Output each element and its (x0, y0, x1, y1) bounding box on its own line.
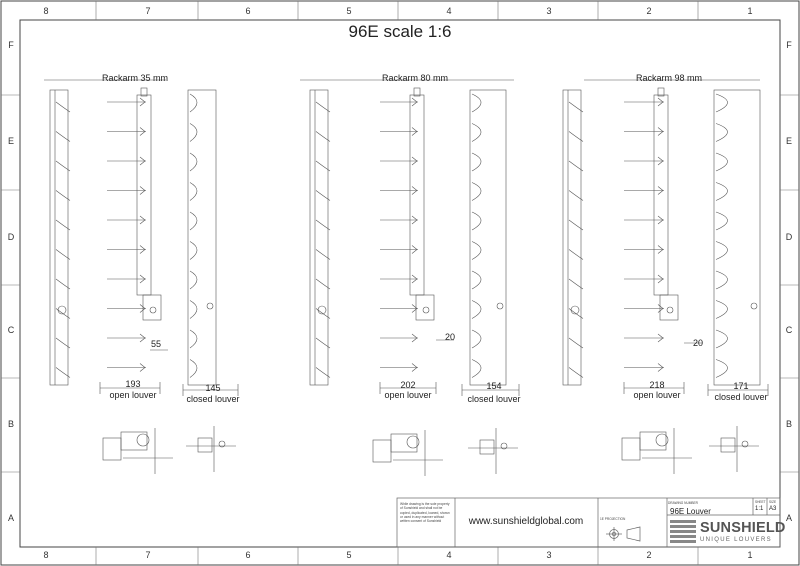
zone-row-C-left: C (7, 325, 15, 335)
zone-column-2-top: 2 (646, 6, 652, 16)
zone-column-4-bottom: 4 (446, 550, 452, 560)
rackarm-label-3: Rackarm 98 mm (635, 73, 702, 83)
zone-row-D-left: D (7, 232, 15, 242)
closed-louver-label-3: closed louver (714, 392, 768, 402)
zone-row-A-right: A (785, 513, 792, 523)
zone-row-B-right: B (785, 419, 792, 429)
zone-column-8-top: 8 (43, 6, 49, 16)
drawing-number: 96E Louver (670, 507, 711, 516)
projection-symbol-icon (606, 526, 641, 542)
zone-row-A-left: A (7, 513, 14, 523)
zone-column-7-top: 7 (145, 6, 151, 16)
open-louver-label-2: open louver (384, 390, 432, 400)
zone-column-6-top: 6 (245, 6, 251, 16)
gap-dimension-3: 20 (692, 338, 703, 348)
sheet-caption: SHEET (755, 500, 766, 504)
rackarm-label-2: Rackarm 80 mm (381, 73, 448, 83)
zone-column-1-bottom: 1 (747, 550, 753, 560)
zone-column-4-top: 4 (446, 6, 452, 16)
louver-assembly-2 (300, 79, 520, 476)
louver-assembly-3 (562, 79, 769, 474)
zone-row-F-left: F (8, 40, 14, 50)
sheet-value: 1:1 (755, 506, 764, 512)
louver-assembly-1 (44, 79, 239, 474)
zone-column-3-bottom: 3 (546, 550, 552, 560)
gap-dimension-2: 20 (444, 332, 455, 342)
closed-louver-label-1: closed louver (186, 394, 240, 404)
zone-row-B-left: B (7, 419, 14, 429)
zone-row-E-left: E (7, 136, 14, 146)
size-value: A3 (769, 506, 777, 512)
open-dimension-2: 202 (400, 380, 416, 390)
zone-column-8-bottom: 8 (43, 550, 49, 560)
website-link[interactable]: www.sunshieldglobal.com (468, 516, 584, 527)
zone-column-2-bottom: 2 (646, 550, 652, 560)
closed-dimension-1: 145 (205, 383, 221, 393)
zone-column-3-top: 3 (546, 6, 552, 16)
zone-row-F-right: F (786, 40, 792, 50)
zone-row-D-right: D (785, 232, 793, 242)
open-louver-label-1: open louver (109, 390, 157, 400)
closed-dimension-2: 154 (486, 381, 502, 391)
zone-column-7-bottom: 7 (145, 550, 151, 560)
drawing-title: 96E scale 1:6 (348, 22, 452, 41)
open-dimension-3: 218 (649, 380, 665, 390)
sunshield-logo-icon (670, 520, 696, 543)
closed-louver-label-2: closed louver (467, 394, 521, 404)
zone-column-6-bottom: 6 (245, 550, 251, 560)
zone-column-5-bottom: 5 (346, 550, 352, 560)
inner-frame (19, 19, 781, 548)
gap-dimension-1: 55 (150, 339, 161, 349)
zone-row-E-right: E (785, 136, 792, 146)
title-block (396, 497, 781, 548)
open-louver-label-3: open louver (633, 390, 681, 400)
open-dimension-1: 193 (125, 379, 141, 389)
zone-column-5-top: 5 (346, 6, 352, 16)
copyright-notice: While drawing is the sole property of Su… (400, 502, 450, 524)
louver-views (44, 79, 769, 476)
rackarm-label-1: Rackarm 35 mm (101, 73, 168, 83)
drawing-number-caption: DRAWING NUMBER (668, 501, 698, 505)
closed-dimension-3: 171 (733, 381, 749, 391)
zone-row-C-right: C (785, 325, 793, 335)
brand-tagline: UNIQUE LOUVERS (700, 537, 772, 543)
projection-label: 1E PROJECTION (600, 517, 626, 521)
size-caption: SIZE (769, 500, 777, 504)
zone-column-1-top: 1 (747, 6, 753, 16)
brand-name: SUNSHIELD (700, 520, 786, 536)
